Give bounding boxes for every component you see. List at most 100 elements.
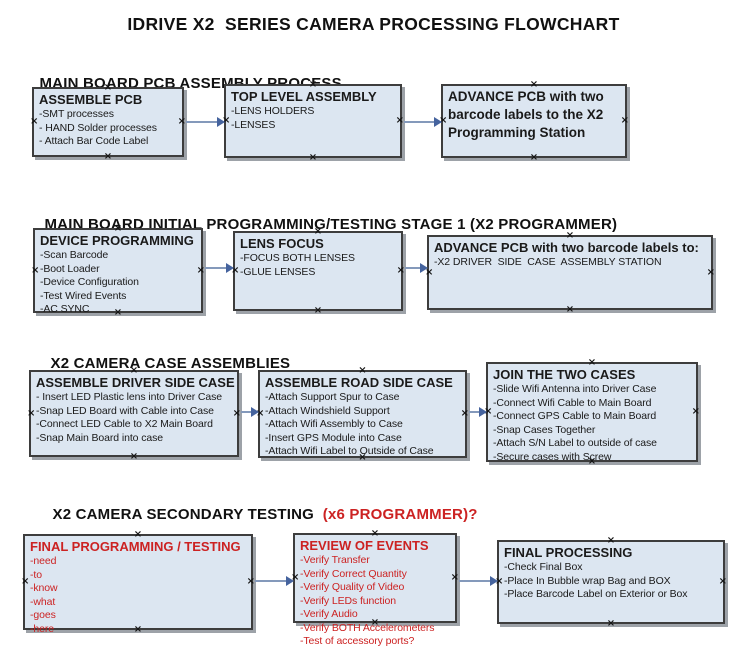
box-item-list: -Check Final Box-Place In Bubble wrap Ba… xyxy=(504,561,719,602)
box-item: -Attach Wifi Label to Outside of Case xyxy=(265,445,434,457)
arrow-lens-focus-to-advance-pcb xyxy=(405,263,428,273)
box-item-list: -LENS HOLDERS-LENSES xyxy=(231,105,396,132)
connection-point-icon: × xyxy=(196,264,205,276)
connection-point-icon: × xyxy=(450,572,459,583)
connection-point-icon: × xyxy=(620,115,629,126)
connection-point-icon: × xyxy=(460,408,469,419)
box-item: -Connect Wifi Cable to Main Board xyxy=(493,396,652,409)
box-item: -SMT processes xyxy=(39,108,114,120)
flow-box-final-processing: FINAL PROCESSING -Check Final Box-Place … xyxy=(495,536,727,629)
box-item: -Verify BOTH Accelerometers xyxy=(300,621,435,634)
connection-point-icon: × xyxy=(565,304,575,315)
arrow-top-level-to-advance-pcb xyxy=(404,117,442,127)
connection-point-icon: × xyxy=(246,576,255,587)
box-title: REVIEW OF EVENTS xyxy=(300,538,429,553)
box-item: -LENS HOLDERS xyxy=(231,105,315,117)
connection-point-icon: × xyxy=(529,152,539,163)
box-item: -Snap LED Board with Cable into Case xyxy=(36,404,214,417)
connection-point-icon: × xyxy=(691,406,700,417)
box-item: -Snap Main Board into case xyxy=(36,431,163,444)
connection-point-icon: × xyxy=(129,451,139,462)
flow-box-advance-pcb-driver-side-station: ADVANCE PCB with two barcode labels to: … xyxy=(425,231,715,315)
connection-point-icon: × xyxy=(30,116,39,127)
box-item: - Attach Bar Code Label xyxy=(39,135,149,147)
box-item: -Boot Loader xyxy=(40,262,100,275)
box-item: -Attach Windshield Support xyxy=(265,404,390,417)
box-item-list: - Insert LED Plastic lens into Driver Ca… xyxy=(36,391,233,445)
flow-box-device-programming: DEVICE PROGRAMMING -Scan Barcode-Boot Lo… xyxy=(31,224,205,318)
box-item: -goes xyxy=(30,609,56,621)
arrow-assemble-pcb-to-top-level xyxy=(186,117,225,127)
box-item: -Device Configuration xyxy=(40,276,139,288)
box-item: -Place Barcode Label on Exterior or Box xyxy=(504,588,688,600)
connection-point-icon: × xyxy=(177,116,186,127)
box-item: -Snap Cases Together xyxy=(493,423,596,436)
box-item-list: -Scan Barcode-Boot Loader-Device Configu… xyxy=(40,249,197,317)
box-title: ADVANCE PCB with two barcode labels to t… xyxy=(448,89,604,140)
connection-point-icon: × xyxy=(395,115,404,126)
box-item: -AC SYNC xyxy=(40,303,90,315)
box-item: -Secure cases with Screw xyxy=(493,450,612,463)
box-item: -Check Final Box xyxy=(504,561,583,573)
flow-box-top-level-assembly: TOP LEVEL ASSEMBLY -LENS HOLDERS-LENSES … xyxy=(222,80,404,163)
box-title: DEVICE PROGRAMMING xyxy=(40,233,194,248)
box-item-list: -Attach Support Spur to Case-Attach Wind… xyxy=(265,391,461,459)
section-heading-text: X2 CAMERA CASE ASSEMBLIES xyxy=(50,355,291,372)
box-item: -to xyxy=(30,568,42,581)
box-title: TOP LEVEL ASSEMBLY xyxy=(231,89,377,104)
box-item: -need xyxy=(30,555,57,567)
box-item-list: -FOCUS BOTH LENSES-GLUE LENSES xyxy=(240,252,397,279)
flow-box-assemble-pcb: ASSEMBLE PCB -SMT processes- HAND Solder… xyxy=(30,83,186,162)
connection-point-icon: × xyxy=(706,266,715,278)
box-item-list: -X2 DRIVER SIDE CASE ASSEMBLY STATION xyxy=(434,256,707,270)
box-item: -GLUE LENSES xyxy=(240,265,316,278)
box-item: -Verify LEDs function xyxy=(300,594,396,607)
flow-box-final-programming-testing: FINAL PROGRAMMING / TESTING -need-to-kno… xyxy=(21,530,255,635)
box-item: -Scan Barcode xyxy=(40,249,109,261)
box-title: ASSEMBLE ROAD SIDE CASE xyxy=(265,375,453,390)
box-title: JOIN THE TWO CASES xyxy=(493,367,636,382)
box-item: -Verify Transfer xyxy=(300,554,370,566)
page-title: IDRIVE X2 SERIES CAMERA PROCESSING FLOWC… xyxy=(127,14,620,34)
box-item: -Verify Correct Quantity xyxy=(300,567,407,580)
box-title: ASSEMBLE DRIVER SIDE CASE xyxy=(36,375,235,390)
box-title: FINAL PROCESSING xyxy=(504,545,633,560)
section-heading-red-suffix: (x6 PROGRAMMER)? xyxy=(314,506,478,523)
box-item: - Insert LED Plastic lens into Driver Ca… xyxy=(36,391,223,403)
box-item: -Connect GPS Cable to Main Board xyxy=(493,410,657,422)
box-item: -Attach Wifi Assembly to Case xyxy=(265,418,403,430)
connection-point-icon: × xyxy=(313,305,323,316)
connection-point-icon: × xyxy=(396,265,405,276)
flow-box-lens-focus: LENS FOCUS -FOCUS BOTH LENSES-GLUE LENSE… xyxy=(231,227,405,316)
connection-point-icon: × xyxy=(232,407,241,419)
box-item: -LENSES xyxy=(231,118,276,131)
box-item: -Connect LED Cable to X2 Main Board xyxy=(36,418,213,430)
box-item-list: -Verify Transfer-Verify Correct Quantity… xyxy=(300,554,451,649)
box-item-list: -Slide Wifi Antenna into Driver Case-Con… xyxy=(493,383,692,464)
section-heading-secondary-testing: X2 CAMERA SECONDARY TESTING (x6 PROGRAMM… xyxy=(35,489,478,540)
box-item: -Attach S/N Label to outside of case xyxy=(493,437,657,449)
box-item: -Insert GPS Module into Case xyxy=(265,431,402,444)
box-item-list: -SMT processes- HAND Solder processes- A… xyxy=(39,108,178,149)
box-item: -here xyxy=(30,622,55,635)
connection-point-icon: × xyxy=(103,151,113,162)
arrow-device-programming-to-lens-focus xyxy=(205,263,234,273)
box-item-list: -need-to-know-what-goes-here xyxy=(30,555,247,636)
box-item: -Attach Support Spur to Case xyxy=(265,391,400,403)
connection-point-icon: × xyxy=(27,407,36,419)
flow-box-advance-pcb-programming-station: ADVANCE PCB with two barcode labels to t… xyxy=(439,80,629,163)
box-item: -X2 DRIVER SIDE CASE ASSEMBLY STATION xyxy=(434,256,662,268)
box-item: -Test of accessory ports? xyxy=(300,635,415,647)
connection-point-icon: × xyxy=(21,576,30,587)
arrow-driver-case-to-road-case xyxy=(241,407,259,417)
box-title: FINAL PROGRAMMING / TESTING xyxy=(30,539,241,554)
box-item: -FOCUS BOTH LENSES xyxy=(240,252,355,264)
box-item: -Verify Quality of Video xyxy=(300,581,405,593)
box-item: -Place In Bubble wrap Bag and BOX xyxy=(504,574,671,587)
flow-box-assemble-driver-side-case: ASSEMBLE DRIVER SIDE CASE - Insert LED P… xyxy=(27,366,241,462)
connection-point-icon: × xyxy=(718,576,727,587)
arrow-review-to-final-processing xyxy=(459,576,498,586)
connection-point-icon: × xyxy=(606,618,616,629)
box-title: LENS FOCUS xyxy=(240,236,324,251)
